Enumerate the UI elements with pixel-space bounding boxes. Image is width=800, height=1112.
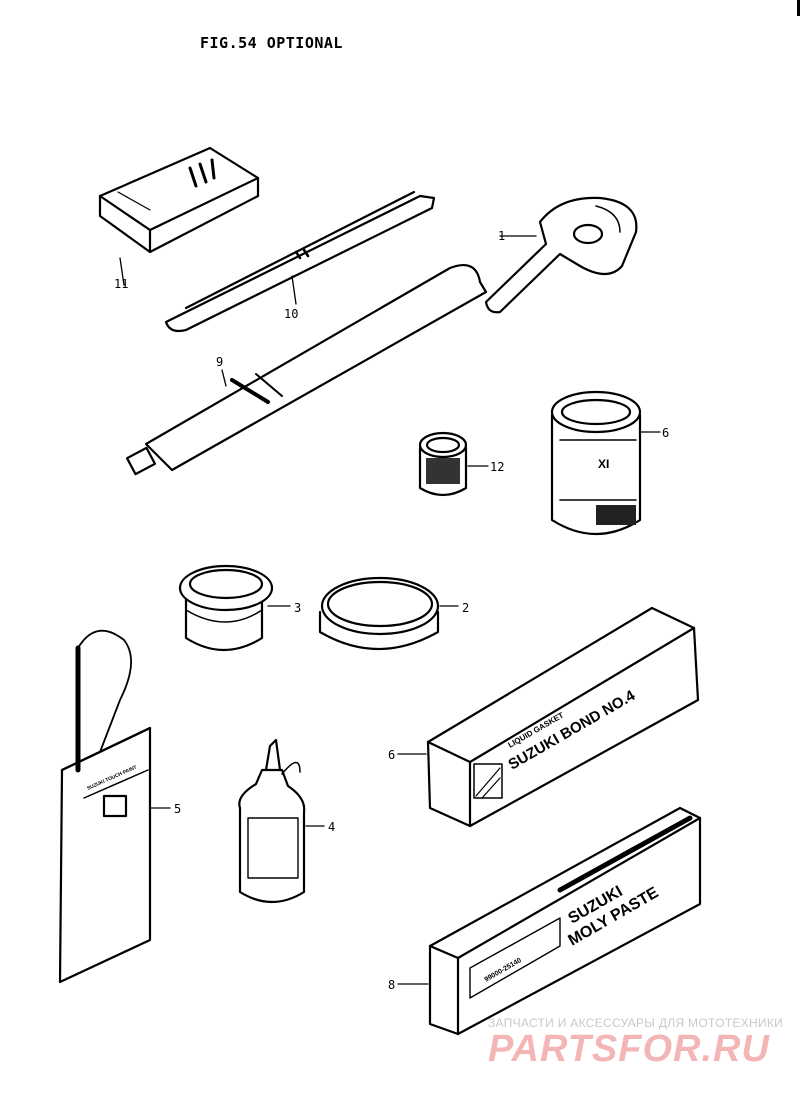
grease-gun-part xyxy=(125,264,488,476)
gasket-box-part xyxy=(397,606,700,828)
tire-lever-part xyxy=(164,190,436,333)
paste-box-part xyxy=(397,806,702,1036)
callout-6-can: 6 xyxy=(662,426,669,440)
key-part xyxy=(484,196,638,314)
watermark-logo: PARTSFOR.RU xyxy=(488,1028,770,1070)
paint-can-part xyxy=(550,390,661,536)
callout-12: 12 xyxy=(490,460,504,474)
callout-4: 4 xyxy=(328,820,335,834)
pouch-part xyxy=(98,146,260,286)
callout-8: 8 xyxy=(388,978,395,992)
callout-10: 10 xyxy=(284,307,298,321)
callout-11: 11 xyxy=(114,277,128,291)
callout-6-box: 6 xyxy=(388,748,395,762)
callout-3: 3 xyxy=(294,601,301,615)
edge-mark xyxy=(797,0,800,16)
paint-can-text: XI xyxy=(598,457,609,471)
callout-5: 5 xyxy=(174,802,181,816)
watermark-subtitle: ЗАПЧАСТИ И АКСЕССУАРЫ ДЛЯ МОТОТЕХНИКИ xyxy=(488,1016,784,1030)
container-part xyxy=(58,629,171,984)
oil-bottle-part xyxy=(238,738,325,903)
callout-2: 2 xyxy=(462,601,469,615)
jar-part xyxy=(178,564,291,652)
small-tin-part xyxy=(418,431,489,497)
lid-part xyxy=(318,576,459,651)
callout-9: 9 xyxy=(216,355,223,369)
figure-title: FIG.54 OPTIONAL xyxy=(200,34,343,52)
callout-1: 1 xyxy=(498,229,505,243)
